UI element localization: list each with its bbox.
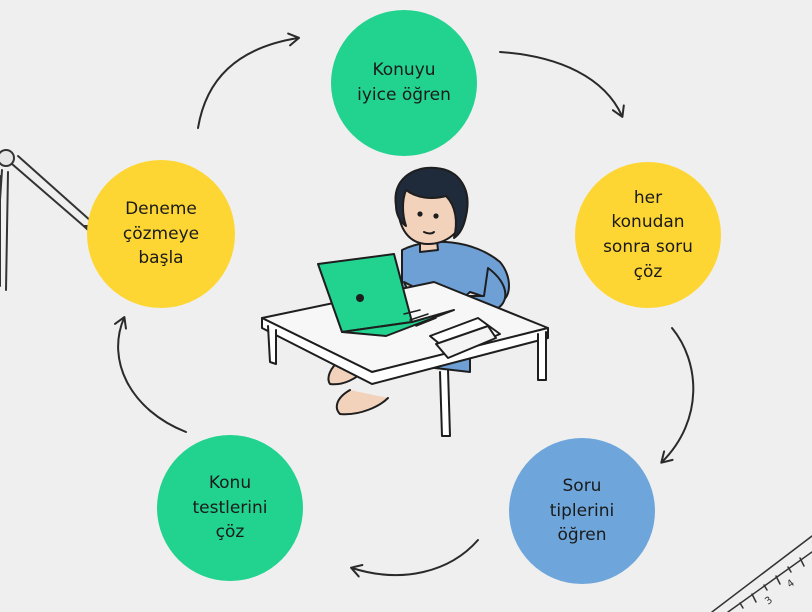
step-node-topic-tests: Konu testlerini çöz bbox=[157, 435, 303, 581]
cycle-arrow-icon bbox=[197, 32, 300, 129]
step-node-learn-question-types: Soru tiplerini öğren bbox=[509, 438, 655, 584]
student-laptop-illustration bbox=[261, 166, 549, 437]
step-node-start-mock-exams: Deneme çözmeye başla bbox=[87, 160, 235, 308]
step-label: Konuyu iyice öğren bbox=[357, 60, 451, 105]
ruler-digit: 3 bbox=[763, 595, 775, 608]
step-label: Konu testlerini çöz bbox=[192, 473, 268, 543]
cycle-arrow-icon bbox=[350, 539, 479, 578]
ruler-icon bbox=[711, 535, 812, 612]
step-label: Soru tiplerini öğren bbox=[549, 476, 615, 546]
ruler-digit: 4 bbox=[785, 578, 797, 591]
step-label: her konudan sonra soru çöz bbox=[603, 187, 693, 282]
cycle-arrow-icon bbox=[113, 316, 187, 433]
cycle-arrow-icon bbox=[499, 51, 625, 118]
cycle-arrow-icon bbox=[660, 327, 695, 464]
compass-icon bbox=[0, 149, 97, 291]
step-node-solve-after-topic: her konudan sonra soru çöz bbox=[575, 162, 721, 308]
step-node-learn-topic: Konuyu iyice öğren bbox=[331, 10, 477, 156]
step-label: Deneme çözmeye başla bbox=[122, 199, 200, 269]
